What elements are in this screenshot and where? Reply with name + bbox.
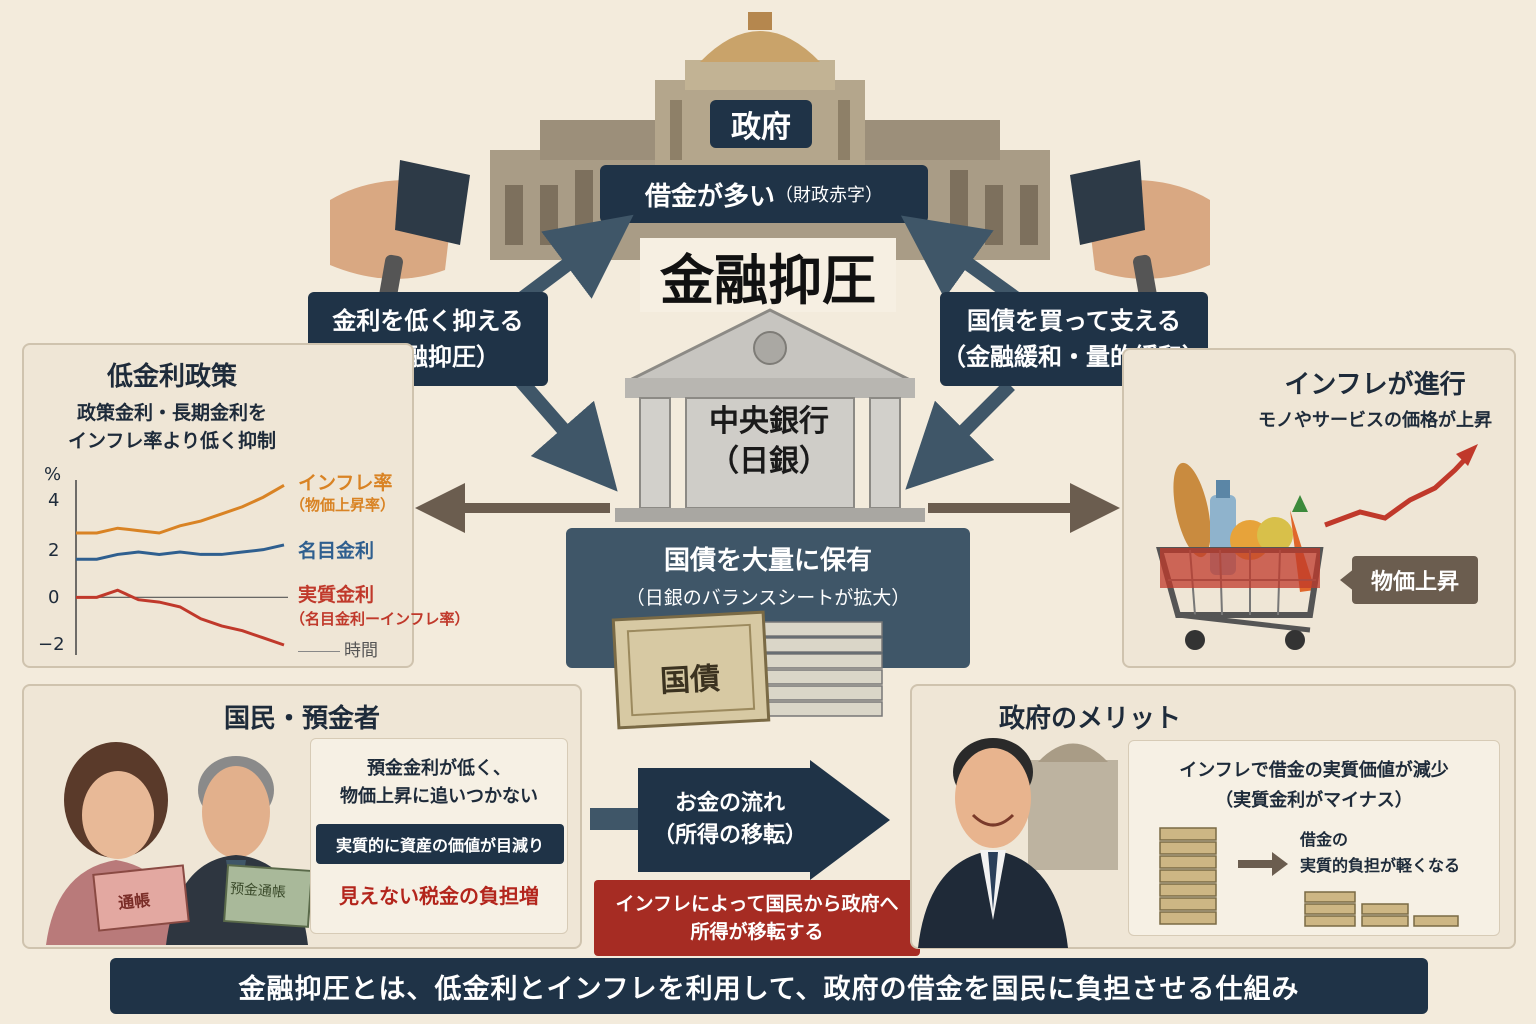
central-bank-line2: （日銀） [709,444,829,479]
chart-x-label: 時間 [298,636,378,661]
low-rate-desc-1: 政策金利・長期金利を [76,402,267,424]
bond-stack-illustration [611,610,883,730]
legend-inflation: インフレ率 [298,472,393,494]
inflation-title: インフレが進行 [1284,370,1466,400]
holding-title: 国債を大量に保有 [663,546,872,576]
legend-real: 実質金利 [298,584,375,606]
arrow-right-line1: 国債を買って支える [966,307,1182,335]
nominal-rate-line [76,543,285,561]
low-rate-panel [22,343,414,668]
main-title: 金融抑圧 [640,238,896,312]
shrinking-debt-illustration [1159,827,1459,927]
citizens-title: 国民・預金者 [223,704,380,734]
chart-y-tick: 0 [48,587,60,608]
government-debt-box: 借金が多い （財政赤字） [600,165,928,223]
arrow-down-right [905,380,1015,490]
income-transfer-note: インフレによって国民から政府へ 所得が移転する [594,880,920,956]
inflation-desc: モノやサービスの価格が上昇 [1258,410,1492,431]
low-rate-desc-2: インフレ率より低く抑制 [67,430,277,452]
holding-subtitle: （日銀のバランスシートが拡大） [625,587,911,609]
x-label-rule [298,650,340,652]
legend-nominal: 名目金利 [298,540,375,562]
chart-y-tick: −2 [38,634,65,655]
citizens-line-1: 預金金利が低く、 [367,758,511,779]
legend-real-note: （名目金利ーインフレ率） [290,610,470,628]
transfer-line1: インフレによって国民から政府へ [615,892,899,915]
chart-y-tick: 4 [48,490,60,511]
central-bank-line1: 中央銀行 [709,403,829,439]
arrow-left-line1: 金利を低く抑える [332,307,524,335]
merit-result-2: 実質的負担が軽くなる [1300,856,1461,875]
low-rate-title: 低金利政策 [106,362,237,392]
money-flow-label: お金の流れ （所得の移転） [640,782,820,858]
x-label-text: 時間 [344,641,378,661]
real-rate-line [76,588,285,647]
worried-citizens-illustration [46,742,313,945]
chart-y-unit: % [44,464,62,485]
money-flow-arrow [590,760,890,880]
merit-line-2: （実質金利がマイナス） [1215,790,1413,811]
debt-note: （財政赤字） [775,185,883,206]
government-label: 政府 [710,100,812,148]
hidden-tax-text: 見えない税金の負担増 [339,884,539,908]
bankbook-label-1: 通帳 [117,890,152,913]
merit-line-1: インフレで借金の実質価値が減少 [1179,760,1449,781]
bankbook-label-2: 预金通帳 [229,881,287,901]
smiling-politician-illustration [918,738,1118,948]
transfer-line2: 所得が移転する [690,921,824,943]
merit-result-1: 借金の [1300,830,1349,849]
arrow-down-left [514,375,618,492]
debt-title: 借金が多い [644,181,775,212]
asset-loss-highlight: 実質的に資産の価値が目減り [316,824,564,864]
central-bank-building [615,308,925,522]
citizens-line-2: 物価上昇に追いつかない [340,786,538,807]
legend-inflation-note: （物価上昇率） [290,496,396,514]
bottom-summary-banner: 金融抑圧とは、低金利とインフレを利用して、政府の借金を国民に負担させる仕組み [110,958,1428,1014]
chart-y-tick: 2 [48,540,60,561]
merit-title: 政府のメリット [998,704,1181,734]
price-rise-badge: 物価上昇 [1352,556,1478,604]
money-flow-line1: お金の流れ [674,791,785,817]
rate-chart [75,480,288,655]
bond-label: 国債 [659,661,722,700]
inflation-line [76,484,285,535]
shopping-cart-illustration [1156,444,1478,650]
central-bank-label: 中央銀行 （日銀） [686,394,852,490]
money-flow-line2: （所得の移転） [652,823,807,848]
